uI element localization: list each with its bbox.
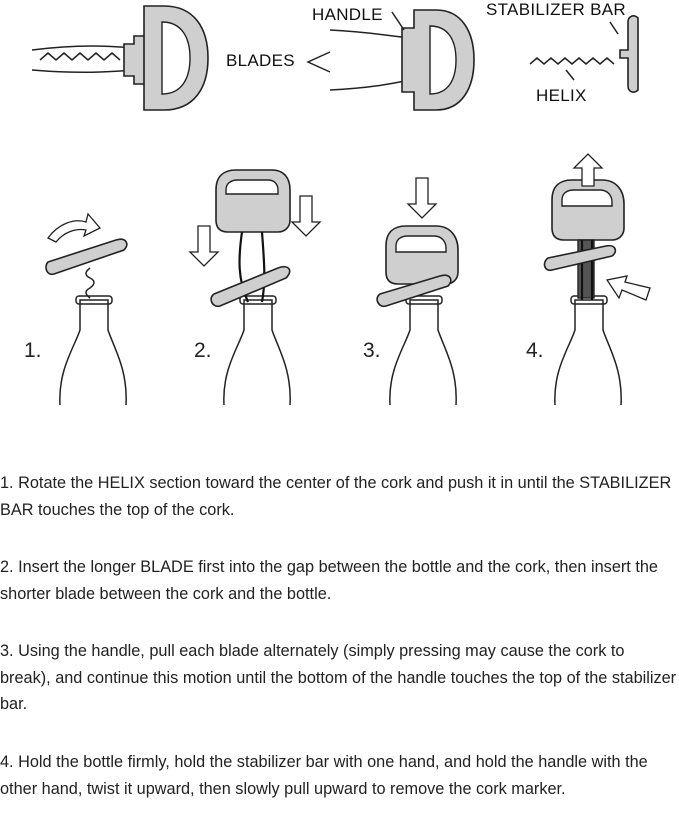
instruction-step-3: 3. Using the handle, pull each blade alt… bbox=[0, 642, 677, 713]
step-number-2: 2. bbox=[194, 339, 212, 362]
corkscrew-diagram: HANDLE STABILIZER BAR BLADES HELIX bbox=[24, 0, 651, 406]
step-number-1: 1. bbox=[24, 339, 42, 362]
step-number-4: 4. bbox=[526, 339, 544, 362]
stabilizer-helix-illustration bbox=[529, 15, 639, 93]
rotate-arrow-icon bbox=[47, 212, 102, 243]
label-blades: BLADES bbox=[226, 51, 295, 70]
label-handle: HANDLE bbox=[312, 5, 383, 24]
step-number-3: 3. bbox=[363, 339, 381, 362]
step-1-tool bbox=[45, 212, 128, 299]
push-arrow-icon bbox=[605, 275, 651, 301]
step-4-tool bbox=[543, 153, 651, 301]
bottle-step-3 bbox=[389, 295, 457, 406]
down-arrow-icon bbox=[406, 177, 438, 219]
instruction-step-1: 1. Rotate the HELIX section toward the c… bbox=[0, 474, 672, 519]
label-stabilizer-bar: STABILIZER BAR bbox=[486, 0, 626, 19]
label-helix: HELIX bbox=[536, 86, 587, 105]
bottle-step-1 bbox=[59, 295, 127, 406]
bottle-step-2 bbox=[223, 295, 291, 406]
down-arrow-icon bbox=[290, 195, 322, 237]
instruction-step-4: 4. Hold the bottle firmly, hold the stab… bbox=[0, 753, 648, 798]
down-arrow-icon bbox=[188, 225, 220, 267]
up-arrow-icon bbox=[572, 153, 604, 187]
bottle-step-4 bbox=[554, 295, 622, 406]
step-3-tool bbox=[376, 177, 459, 308]
handle-blades-illustration bbox=[306, 9, 475, 111]
assembled-tool-illustration bbox=[31, 5, 209, 111]
instruction-step-2: 2. Insert the longer BLADE first into th… bbox=[0, 558, 658, 603]
step-2-tool bbox=[188, 169, 322, 308]
